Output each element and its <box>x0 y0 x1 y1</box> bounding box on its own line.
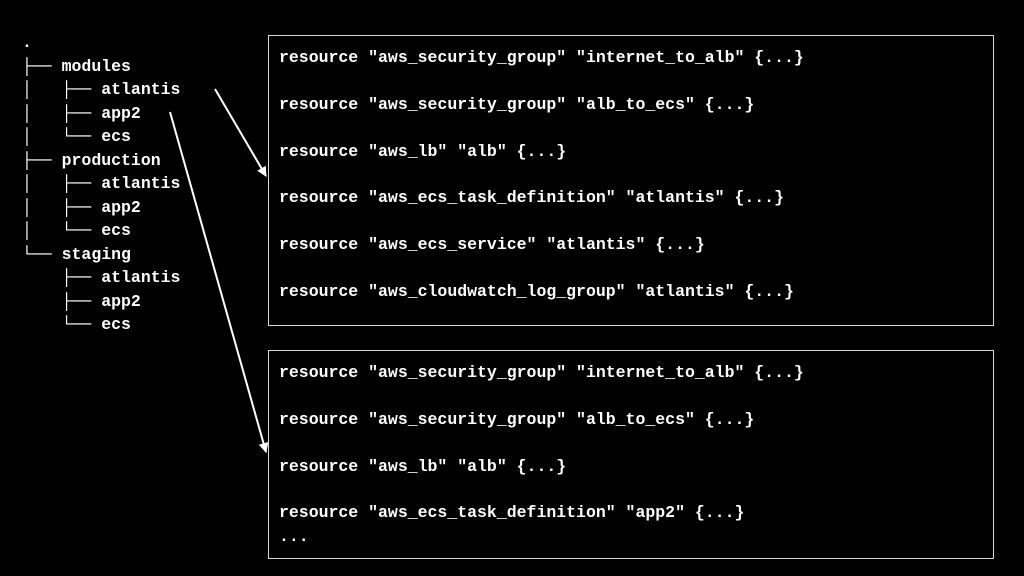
tree-node-name: modules <box>61 56 131 76</box>
app2-resource-list: resource "aws_security_group" "internet_… <box>279 361 993 525</box>
directory-tree: .├── modules│ ├── atlantis│ ├── app2│ └─… <box>22 31 180 337</box>
atlantis-module-code-box: resource "aws_security_group" "internet_… <box>268 35 994 326</box>
resource-line: resource "aws_security_group" "alb_to_ec… <box>279 409 755 429</box>
tree-node: │ ├── atlantis <box>22 78 180 102</box>
resource-line: resource "aws_ecs_task_definition" "app2… <box>279 503 745 523</box>
resource-line: resource "aws_ecs_service" "atlantis" {.… <box>279 235 705 255</box>
tree-node-name: atlantis <box>101 268 181 287</box>
tree-node: ├── atlantis <box>22 266 181 290</box>
tree-node-name: staging <box>61 244 131 264</box>
tree-node: │ └── ecs <box>22 219 180 243</box>
tree-branch-guide: └── <box>22 244 62 264</box>
tree-node: ├── app2 <box>22 290 180 314</box>
tree-node-name: production <box>61 150 161 170</box>
tree-branch-guide: └── <box>22 315 102 334</box>
resource-line: resource "aws_security_group" "alb_to_ec… <box>279 94 755 114</box>
app2-module-code-box: resource "aws_security_group" "internet_… <box>268 350 994 559</box>
resource-line: resource "aws_cloudwatch_log_group" "atl… <box>279 281 794 301</box>
arrow-app2-to-box <box>169 111 269 453</box>
resource-line: resource "aws_ecs_task_definition" "atla… <box>279 188 784 208</box>
resource-line: resource "aws_security_group" "internet_… <box>279 48 804 67</box>
more-resources-ellipsis: ... <box>279 527 309 547</box>
tree-branch-guide: ├── <box>22 268 102 287</box>
tree-node: . <box>22 31 180 55</box>
tree-branch-guide: │ ├── <box>22 80 102 99</box>
tree-node-name: app2 <box>101 197 141 217</box>
arrow-atlantis-to-box <box>214 88 267 177</box>
tree-branch-guide: ├── <box>22 150 62 170</box>
tree-branch-guide: │ ├── <box>22 103 102 123</box>
resource-line: resource "aws_lb" "alb" {...} <box>279 456 567 476</box>
tree-branch-guide: ├── <box>22 291 102 311</box>
tree-node: │ ├── app2 <box>22 102 180 126</box>
tree-node-name: atlantis <box>101 174 181 193</box>
tree-branch-guide: │ ├── <box>22 197 102 217</box>
tree-branch-guide: │ ├── <box>22 174 102 193</box>
tree-node-name: atlantis <box>101 80 181 99</box>
tree-branch-guide: ├── <box>22 56 62 76</box>
resource-line: resource "aws_security_group" "internet_… <box>279 363 804 382</box>
tree-node: │ └── ecs <box>22 125 180 149</box>
tree-node: ├── production <box>22 149 180 173</box>
resource-line: resource "aws_lb" "alb" {...} <box>279 141 567 161</box>
tree-node-name: ecs <box>101 221 131 240</box>
tree-branch-guide: │ └── <box>22 221 102 240</box>
atlantis-resource-list: resource "aws_security_group" "internet_… <box>279 46 993 304</box>
tree-node-name: ecs <box>101 127 131 146</box>
tree-node: │ ├── atlantis <box>22 172 180 196</box>
tree-node: │ ├── app2 <box>22 196 180 220</box>
tree-node: └── ecs <box>22 313 180 337</box>
tree-branch-guide: │ └── <box>22 127 102 146</box>
tree-node: └── staging <box>22 243 180 267</box>
tree-node-name: ecs <box>101 315 131 334</box>
tree-node: ├── modules <box>22 55 180 79</box>
tree-node-name: app2 <box>101 291 141 311</box>
tree-node-name: app2 <box>101 103 141 123</box>
tree-branch-guide: . <box>22 33 32 52</box>
